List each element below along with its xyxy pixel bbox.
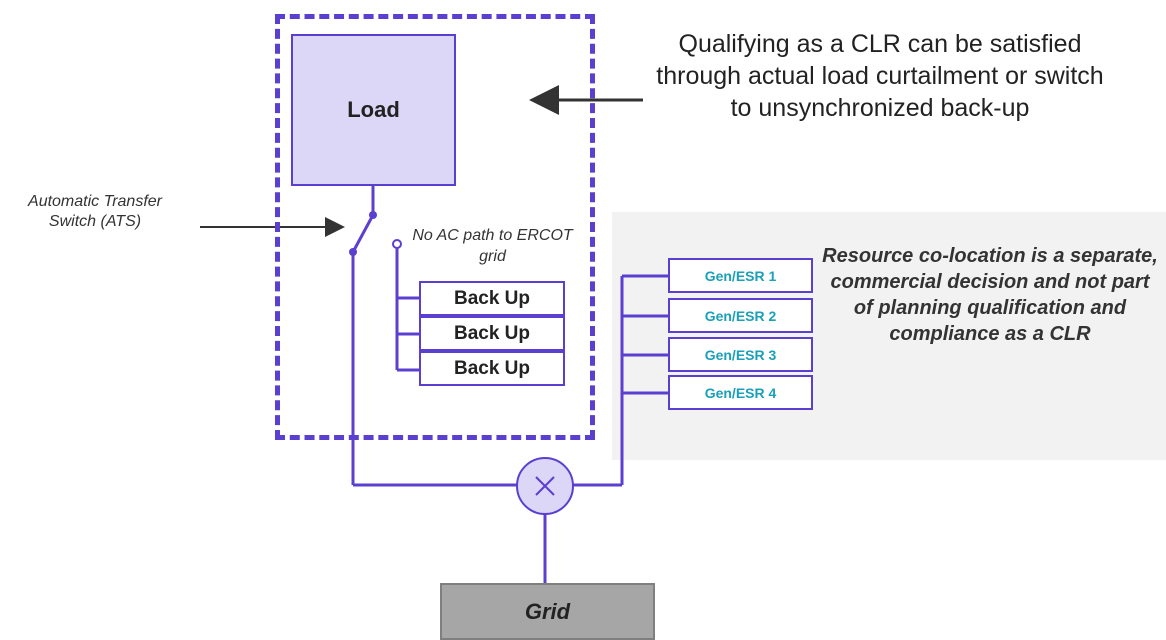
load-box: Load [291,34,456,186]
ats-label: Automatic Transfer Switch (ATS) [28,193,162,230]
backup-box-3: Back Up [419,351,565,386]
colocation-note: Resource co-location is a separate, comm… [822,245,1158,345]
clr-boundary [275,14,595,440]
backup-box-1: Back Up [419,281,565,316]
gen-esr-box-3: Gen/ESR 3 [668,337,813,372]
backup-box-2: Back Up [419,316,565,351]
switch-blade [351,214,375,253]
no-ac-path-label: No AC path to ERCOT grid [412,227,573,265]
clr-callout-text: Qualifying as a CLR can be satisfied thr… [656,30,1104,122]
gen-esr-box-2: Gen/ESR 2 [668,298,813,333]
gen-esr-box-1: Gen/ESR 1 [668,258,813,293]
gen-esr-box-4: Gen/ESR 4 [668,375,813,410]
colocation-panel [612,212,1166,460]
grid-box: Grid [440,583,655,640]
